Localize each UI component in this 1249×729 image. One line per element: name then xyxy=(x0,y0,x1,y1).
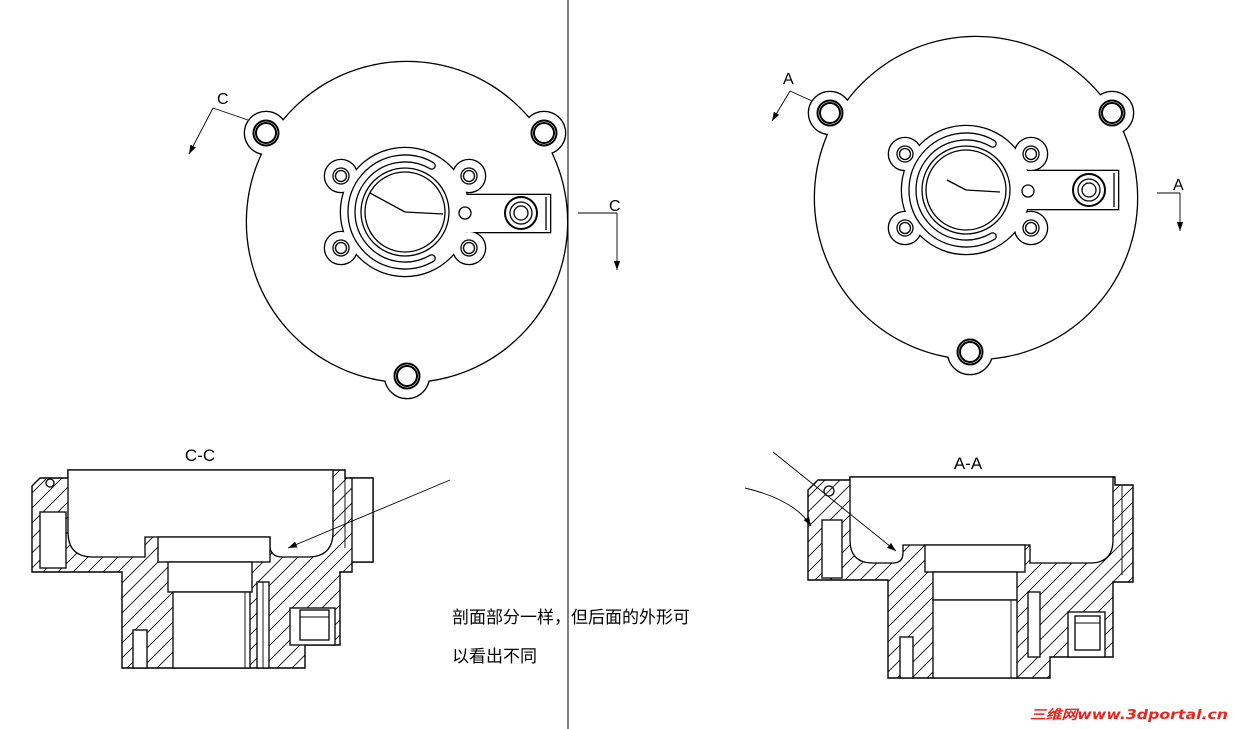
a-a-left-flange-hole xyxy=(821,519,843,579)
a-a-bowl-cavity xyxy=(849,476,1114,564)
left-main-bore-inner xyxy=(364,171,446,253)
section-mark-a-right: A xyxy=(1173,177,1184,194)
a-a-center-recess xyxy=(924,544,1026,573)
a-a-through-bore xyxy=(932,599,1018,679)
note-line-2: 以看出不同 xyxy=(452,647,537,667)
left-side-boss xyxy=(504,196,547,230)
section-mark-a-upper-leader xyxy=(789,90,813,102)
c-c-right-lug-hole xyxy=(351,477,374,563)
right-main-bore-inner xyxy=(925,149,1007,231)
section-title-c-c: C-C xyxy=(185,446,215,465)
c-c-left-flange-hole xyxy=(39,511,67,569)
section-mark-c-upper-leader xyxy=(212,107,249,121)
a-a-pin-hole xyxy=(899,636,914,679)
right-center-line-diagonal xyxy=(946,179,967,191)
section-view-a-a: A-A xyxy=(744,451,1134,679)
left-center-line-horizontal xyxy=(404,211,444,215)
drawing-note: 剖面部分一样，但后面的外形可 以看出不同 xyxy=(452,608,690,667)
right-center-line-horizontal xyxy=(965,189,1001,193)
section-title-a-a: A-A xyxy=(954,454,983,473)
section-mark-a-upper-arrow xyxy=(771,90,791,122)
right-small-hole xyxy=(1021,184,1035,198)
section-mark-c-right: C xyxy=(609,198,621,215)
left-boss-bolt-holes xyxy=(332,167,478,257)
c-c-bowl-cavity xyxy=(67,469,334,558)
section-mark-c-upper: C xyxy=(217,91,229,108)
left-arc-slot xyxy=(347,154,436,270)
a-a-leader-line-lower xyxy=(744,487,812,527)
c-c-counterbore xyxy=(167,561,253,593)
c-c-pin-hole xyxy=(132,629,148,669)
a-a-side-plug xyxy=(1074,615,1101,651)
c-c-leader-line xyxy=(287,479,451,549)
right-boss-bolt-holes xyxy=(896,145,1040,237)
c-c-side-plug xyxy=(299,609,330,641)
right-side-boss xyxy=(1072,173,1115,207)
left-small-hole xyxy=(458,206,472,220)
a-a-counterbore xyxy=(932,571,1018,601)
c-c-through-bore xyxy=(172,591,251,669)
left-plan-view: C C xyxy=(188,60,621,400)
right-plate-mounting-holes xyxy=(816,99,1126,366)
a-a-vertical-slot xyxy=(1027,591,1041,658)
watermark-logo: 三维网www.3dportal.cn xyxy=(1030,707,1228,723)
left-center-line-diagonal xyxy=(369,192,406,213)
c-c-chamfer-detail xyxy=(45,478,55,488)
note-line-1: 剖面部分一样，但后面的外形可 xyxy=(452,608,690,628)
section-view-c-c: C-C xyxy=(31,446,451,669)
right-plan-view: A A xyxy=(771,35,1184,376)
left-plate-mounting-holes xyxy=(252,119,558,390)
a-a-chamfer-detail xyxy=(823,485,835,497)
c-c-center-recess xyxy=(157,536,271,563)
section-mark-c-upper-arrow xyxy=(188,107,214,155)
a-a-leader-line-upper xyxy=(772,451,897,552)
right-arc-slot xyxy=(908,132,997,248)
section-mark-a-upper: A xyxy=(783,71,794,88)
